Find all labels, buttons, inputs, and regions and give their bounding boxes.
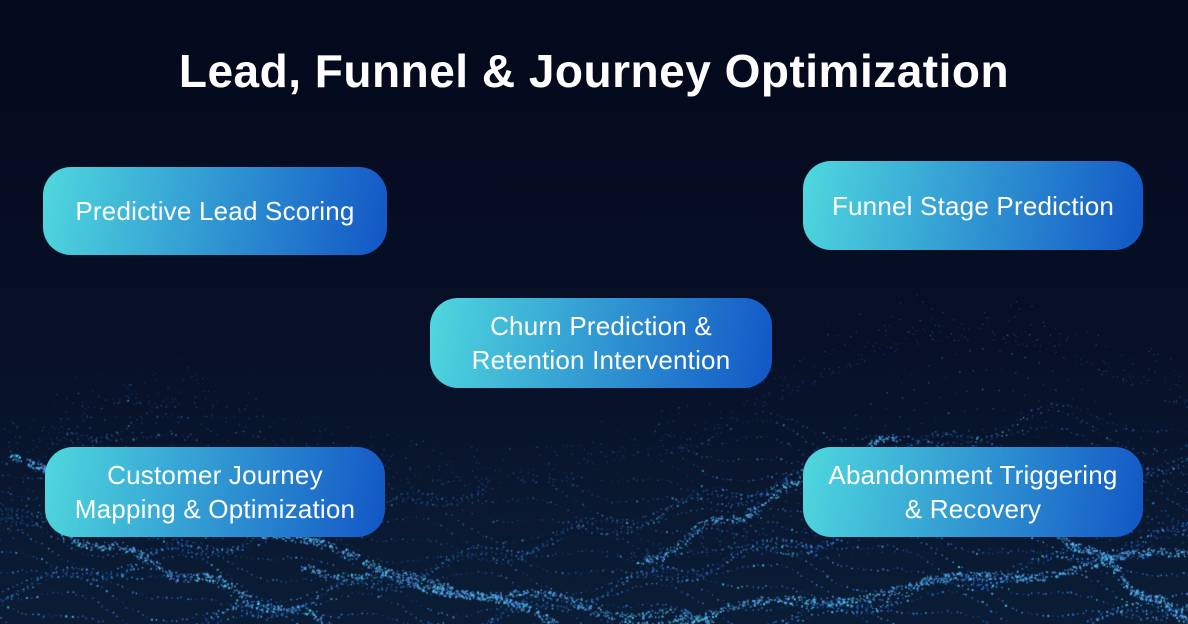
card-label: Predictive Lead Scoring (75, 196, 355, 226)
card-label: Churn Prediction & Retention Interventio… (471, 311, 731, 375)
card-churn-prediction-retention-intervention: Churn Prediction & Retention Interventio… (430, 298, 772, 388)
card-funnel-stage-prediction: Funnel Stage Prediction (803, 161, 1143, 250)
card-label: Customer Journey Mapping & Optimization (74, 460, 356, 524)
card-predictive-lead-scoring: Predictive Lead Scoring (43, 167, 387, 255)
card-abandonment-triggering-recovery: Abandonment Triggering & Recovery (803, 447, 1143, 537)
page-title: Lead, Funnel & Journey Optimization (178, 45, 1010, 97)
card-label: Abandonment Triggering & Recovery (828, 460, 1118, 524)
card-label: Funnel Stage Prediction (831, 190, 1115, 221)
card-customer-journey-mapping-optimization: Customer Journey Mapping & Optimization (45, 447, 385, 537)
